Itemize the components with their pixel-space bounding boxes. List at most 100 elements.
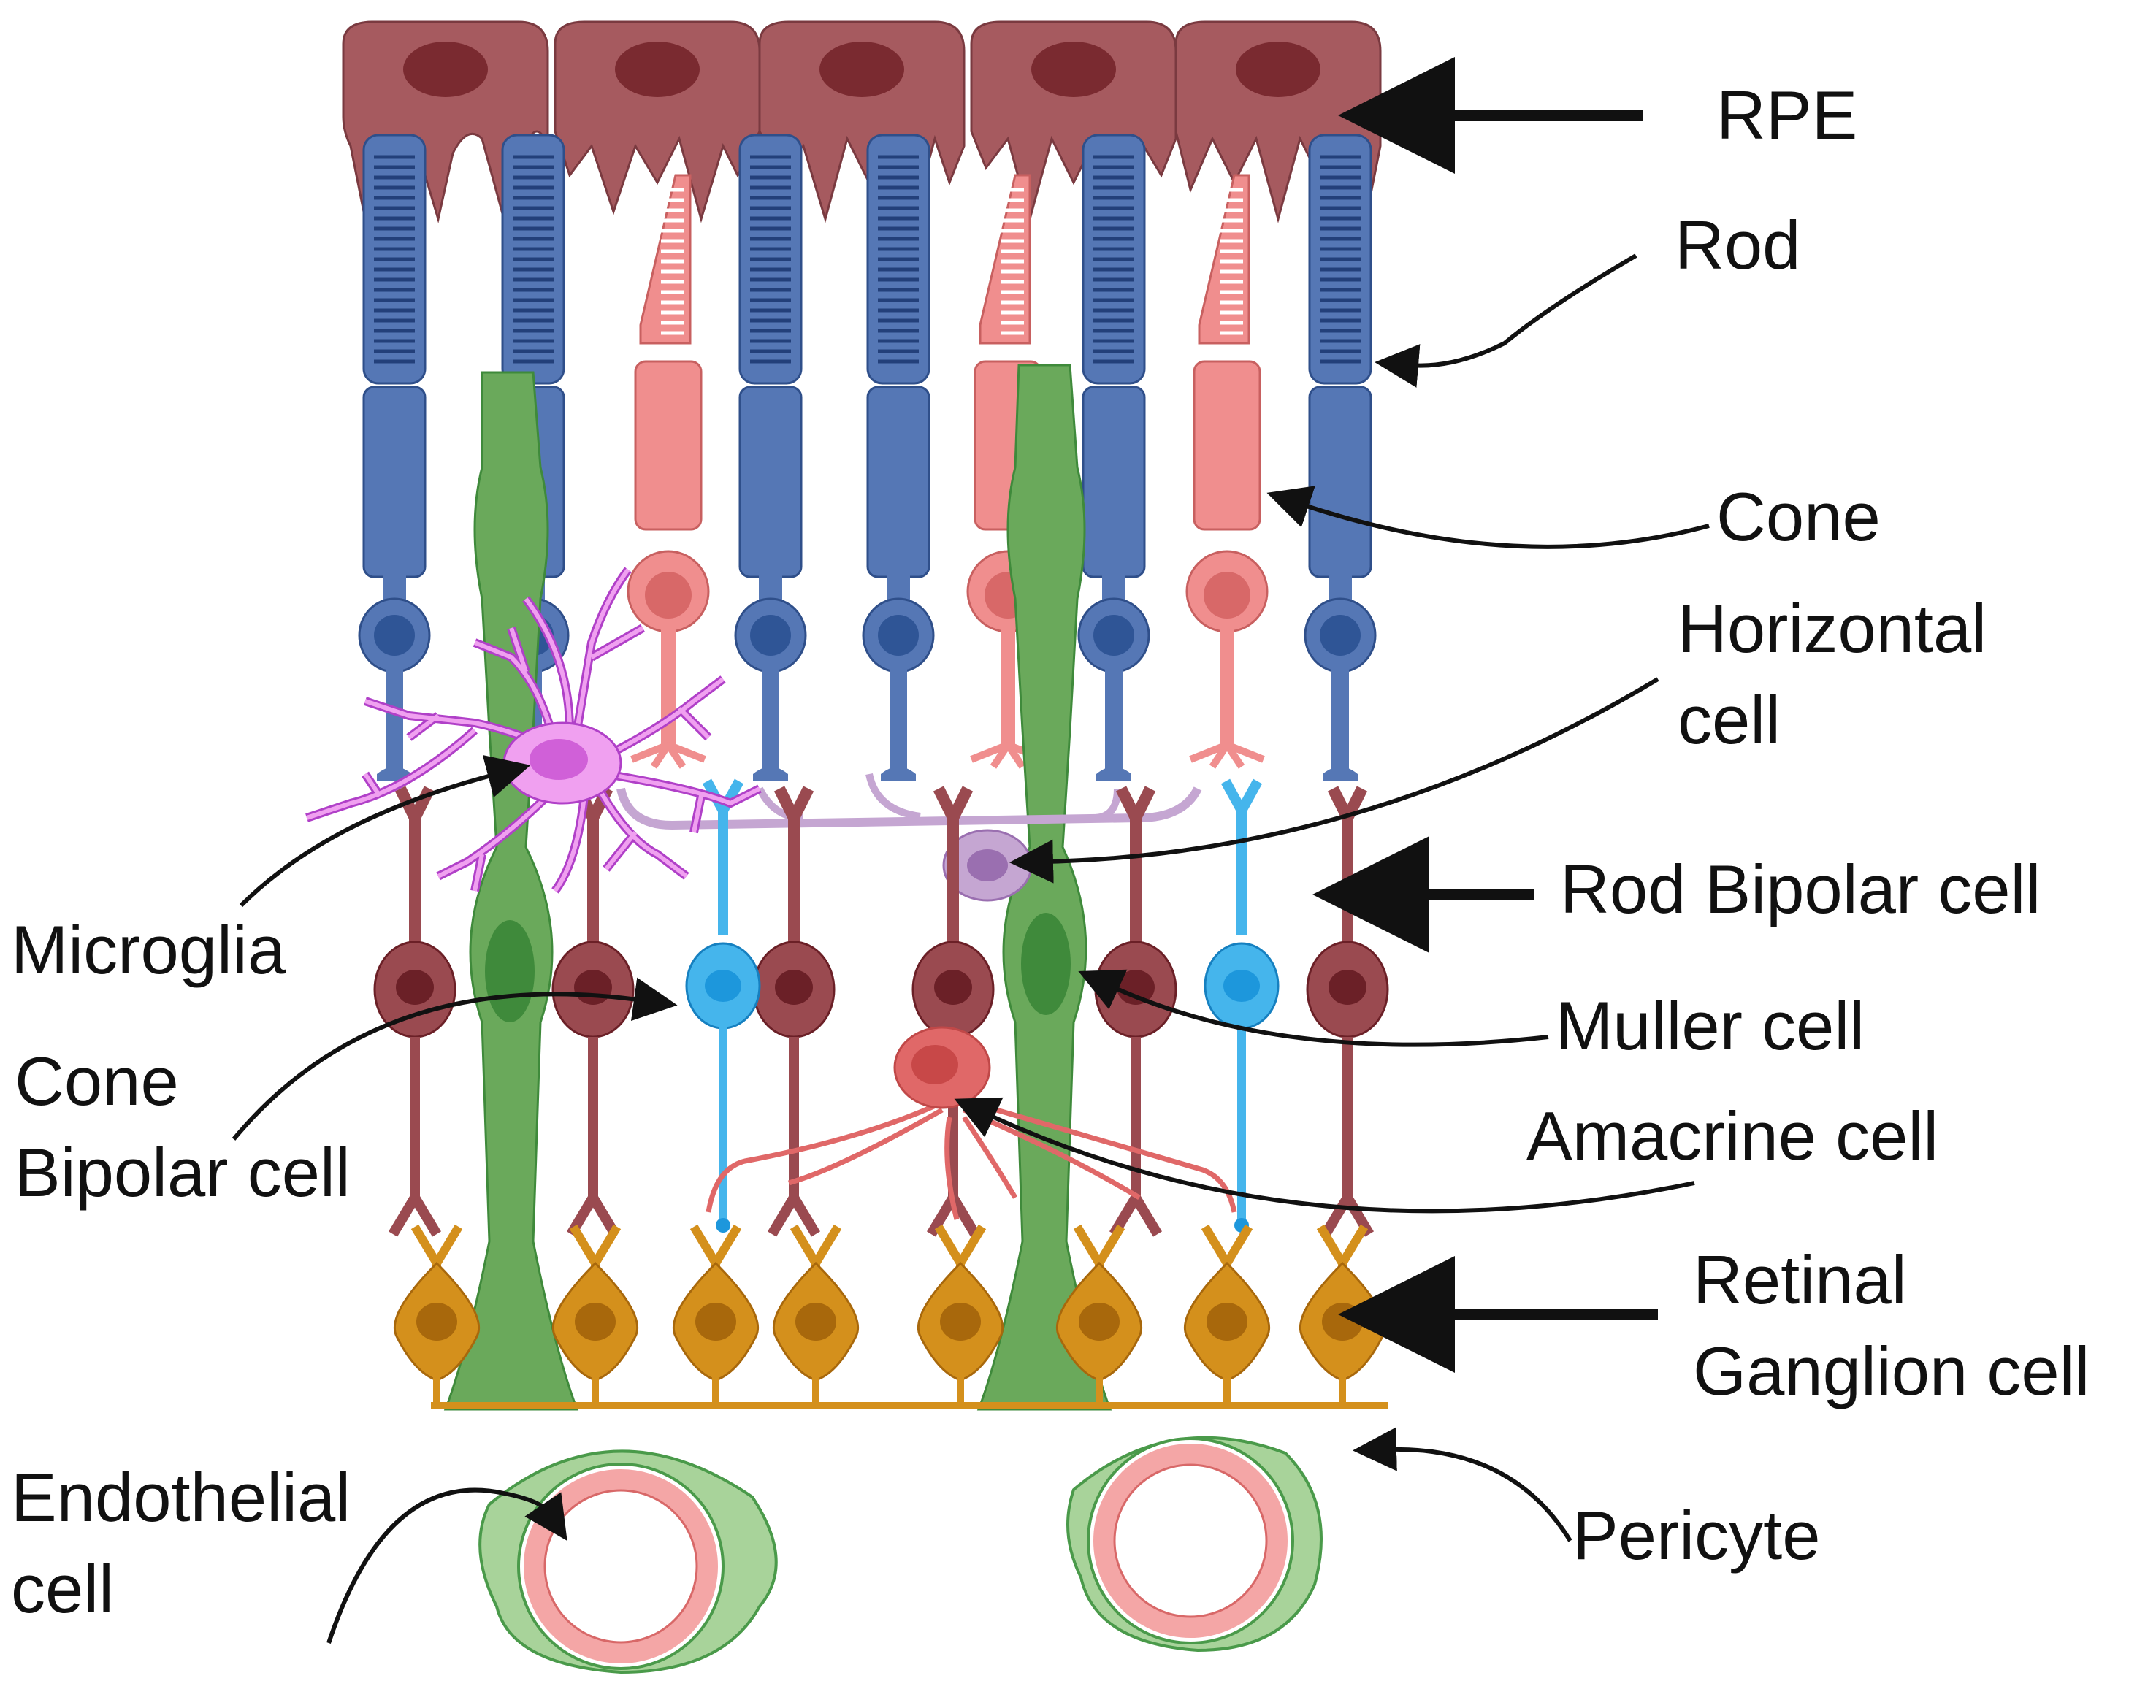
ganglion-nucleus	[575, 1303, 616, 1341]
cone-bipolar-terminal	[716, 1218, 730, 1233]
rod-nucleus	[750, 615, 791, 656]
rod-spherule	[1096, 767, 1131, 781]
rod-arrow	[1375, 253, 1637, 388]
cone-axon	[1220, 628, 1234, 745]
label-retinal-ganglion-cell-line1: Retinal	[1693, 1241, 1907, 1318]
rod-inner-segment	[362, 386, 427, 578]
cone-pedicle	[1189, 741, 1265, 769]
rod-nucleus	[1320, 615, 1361, 656]
label-cone-bipolar-cell-line1: Cone	[15, 1043, 179, 1119]
cone-inner-segment	[634, 360, 703, 531]
rod-cell	[1304, 134, 1377, 781]
rod-inner-segment	[1082, 386, 1146, 578]
rpe-nucleus	[819, 42, 904, 97]
label-endothelial-cell-line1: Endothelial	[11, 1459, 351, 1536]
microglia	[305, 567, 762, 894]
amacrine-arrow	[954, 1097, 1695, 1214]
cone-nucleus	[1204, 572, 1250, 619]
rod-bipolar-dendrite	[1115, 786, 1156, 942]
rod-nucleus	[374, 615, 415, 656]
ganglion-nucleus	[416, 1303, 457, 1341]
cone-bipolar-nucleus	[1223, 970, 1260, 1002]
ganglion-cell	[393, 1224, 481, 1406]
rod-bipolar-dendrite	[394, 786, 435, 942]
label-muller-cell: Muller cell	[1556, 987, 1865, 1064]
rpe-cell	[554, 20, 761, 223]
ganglion-layer	[393, 1224, 1386, 1406]
rod-bipolar-dendrite	[773, 786, 814, 942]
muller-nucleus	[1021, 913, 1071, 1015]
rod-bipolar-dendrite	[933, 786, 974, 942]
endothelial-ring-right	[1093, 1444, 1288, 1638]
cone-pedicle	[630, 741, 706, 769]
ganglion-nucleus	[695, 1303, 736, 1341]
endothelial-ring-left	[524, 1469, 718, 1663]
label-amacrine-cell: Amacrine cell	[1526, 1098, 1938, 1174]
muller-nucleus	[485, 920, 535, 1022]
endothelial-arrow	[326, 1487, 567, 1644]
microglia-arrow	[239, 755, 531, 908]
rpe-nucleus	[1236, 42, 1320, 97]
cone-bipolar-dendrite	[702, 778, 744, 935]
ganglion-cell	[917, 1224, 1004, 1406]
photoreceptor-layer	[358, 134, 1377, 781]
rpe-cell	[1174, 20, 1382, 223]
ganglion-cell	[1055, 1224, 1143, 1406]
arrows	[232, 57, 1710, 1644]
rod-nucleus	[1093, 615, 1134, 656]
cone-bipolar-nucleus	[705, 970, 741, 1002]
rod-bipolar-nucleus	[574, 970, 612, 1005]
label-cone: Cone	[1716, 478, 1881, 555]
ganglion-cell	[772, 1224, 860, 1406]
rod-bipolar-nucleus	[934, 970, 972, 1005]
label-pericyte: Pericyte	[1572, 1497, 1821, 1574]
ganglion-nucleus	[795, 1303, 836, 1341]
blood-vessel-left	[478, 1449, 778, 1674]
ganglion-nucleus	[940, 1303, 981, 1341]
ganglion-nucleus	[1322, 1303, 1363, 1341]
cone-arrow	[1266, 486, 1710, 549]
label-cone-bipolar-cell-line2: Bipolar cell	[15, 1134, 351, 1211]
rod-nucleus	[878, 615, 919, 656]
rod-axon	[386, 668, 403, 770]
ganglion-cell	[1183, 1224, 1271, 1406]
rod-axon	[890, 668, 907, 770]
rod-spherule	[881, 767, 916, 781]
label-rod-bipolar-cell: Rod Bipolar cell	[1560, 851, 2041, 927]
cone-axon	[1001, 628, 1015, 745]
horizontal-nucleus	[967, 849, 1008, 881]
cone-bipolar-arrow	[232, 977, 678, 1141]
muller-arrow	[1078, 969, 1549, 1047]
bipolar-layer	[373, 778, 1389, 1237]
cone-cell	[627, 174, 710, 769]
label-microglia: Microglia	[11, 911, 286, 988]
label-horizontal-cell-line1: Horizontal	[1678, 590, 1987, 667]
cone-inner-segment	[1193, 360, 1261, 531]
rod-cell	[1077, 134, 1150, 781]
rod-bipolar-cell	[1306, 786, 1389, 1237]
amacrine-cell	[706, 1026, 1237, 1220]
ganglion-cell	[551, 1224, 639, 1406]
rpe-layer	[342, 20, 1382, 223]
blood-vessel-right	[1066, 1436, 1323, 1653]
rod-bipolar-axon	[388, 1037, 442, 1237]
rod-cell	[358, 134, 431, 781]
horizontal-arrow	[1009, 677, 1659, 884]
cone-nucleus	[645, 572, 692, 619]
pericyte-arrow	[1353, 1427, 1572, 1542]
ganglion-nucleus	[1207, 1303, 1247, 1341]
label-endothelial-cell-line2: cell	[11, 1550, 114, 1627]
rod-bipolar-axon	[767, 1037, 821, 1237]
rpe-nucleus	[615, 42, 700, 97]
cone-bipolar-dendrite	[1220, 778, 1263, 935]
rod-bipolar-cell	[373, 786, 456, 1237]
rod-bipolar-nucleus	[775, 970, 813, 1005]
rod-bipolar-cell	[551, 786, 635, 1237]
rod-spherule	[753, 767, 788, 781]
rod-inner-segment	[738, 386, 803, 578]
ganglion-cell	[672, 1224, 760, 1406]
rod-bipolar-nucleus	[1329, 970, 1366, 1005]
rod-inner-segment	[1308, 386, 1372, 578]
rod-inner-segment	[866, 386, 930, 578]
